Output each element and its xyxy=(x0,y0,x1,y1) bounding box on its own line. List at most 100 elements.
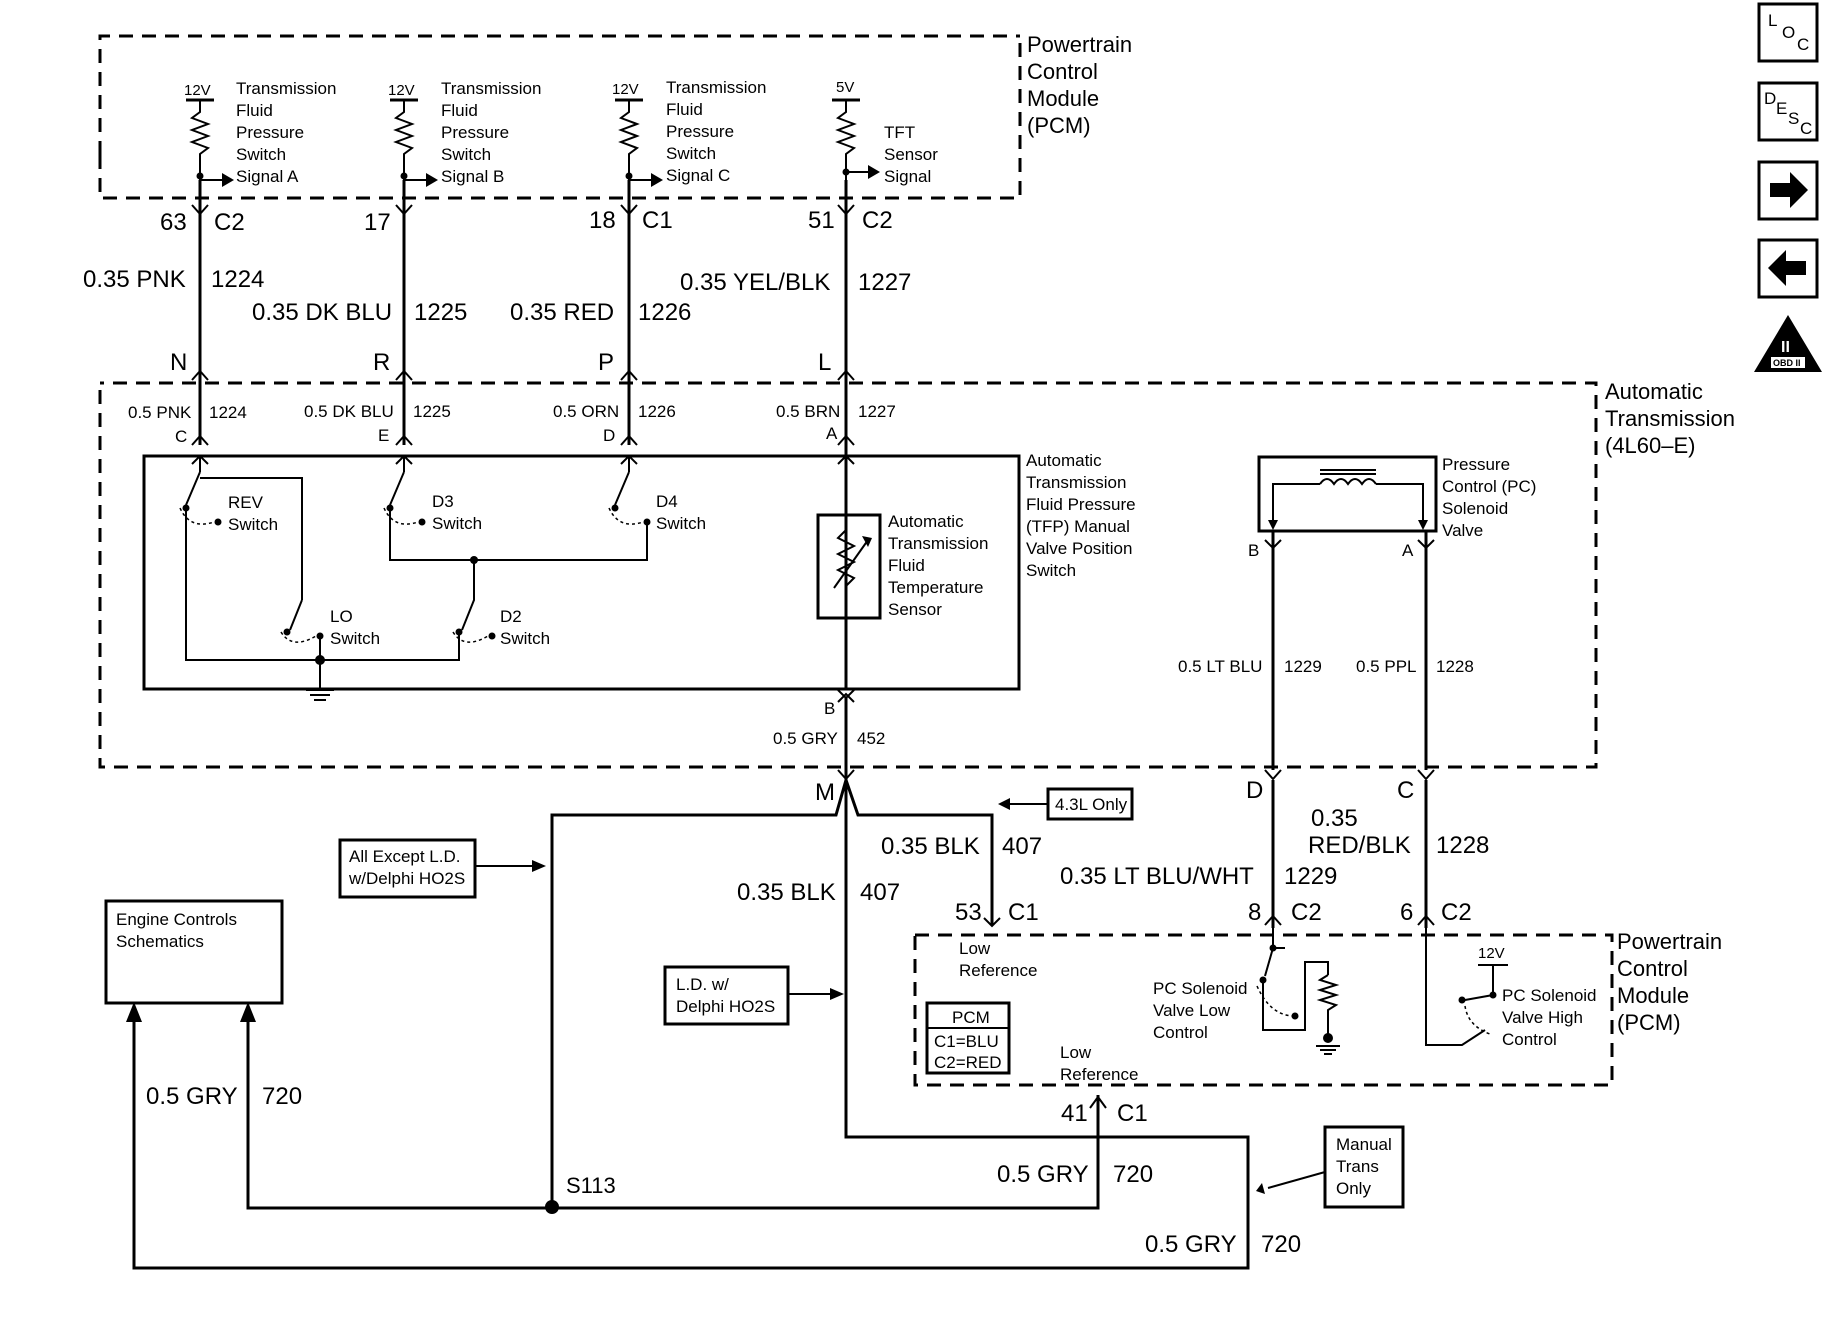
pin-18-conn: C1 xyxy=(642,207,673,234)
pcm-top-label-1: Powertrain xyxy=(1027,32,1132,57)
note-ld-2: Delphi HO2S xyxy=(676,997,775,1016)
trans-label-1: Automatic xyxy=(1605,379,1703,404)
tft-return-wire: 0.5 GRY xyxy=(773,729,838,748)
note-manual-2: Trans xyxy=(1336,1157,1379,1176)
pin-17: 17 xyxy=(364,209,391,236)
arrow-left-icon xyxy=(1768,250,1806,286)
trans-wire-orn-circuit: 1226 xyxy=(638,402,676,421)
pin-6: 6 xyxy=(1400,899,1413,926)
wire-yelblk-circuit: 1227 xyxy=(858,269,911,296)
back-button[interactable] xyxy=(1757,238,1819,299)
splice-s113: S113 xyxy=(566,1173,616,1198)
input-a-line-2: Fluid xyxy=(236,101,273,120)
pin-41-conn: C1 xyxy=(1117,1100,1148,1127)
input-a-line-4: Switch xyxy=(236,145,286,164)
note-ld: L.D. w/ Delphi HO2S xyxy=(663,965,844,1026)
d2-switch-label-2: Switch xyxy=(500,629,550,648)
d2-switch-label-1: D2 xyxy=(500,607,522,626)
wire-dkblu-circuit: 1225 xyxy=(414,299,467,326)
desc-letter-d: D xyxy=(1764,89,1776,108)
input-a-line-5: Signal A xyxy=(236,167,299,186)
note-ld-1: L.D. w/ xyxy=(676,975,729,994)
loc-letter-l: L xyxy=(1768,11,1777,30)
pin-8: 8 xyxy=(1248,899,1261,926)
volt-label-d: 5V xyxy=(836,79,854,96)
pcm-top-pins: 63 C2 17 18 C1 51 C2 xyxy=(160,207,893,236)
input-d-line-1: TFT xyxy=(884,123,915,142)
rev-switch-label-2: Switch xyxy=(228,515,278,534)
obd-ii-button[interactable]: II OBD II xyxy=(1754,315,1822,372)
blk407-a-circuit: 407 xyxy=(1002,833,1042,860)
input-c-line-3: Pressure xyxy=(666,122,734,141)
note-4.3l: 4.3L Only xyxy=(998,787,1134,821)
pin-63-conn: C2 xyxy=(214,209,245,236)
low-ref-1-line-2: Reference xyxy=(959,961,1037,980)
pcm-bottom-label-4: (PCM) xyxy=(1617,1010,1681,1035)
input-c-line-1: Transmission xyxy=(666,78,766,97)
tft-label-1: Automatic xyxy=(888,512,964,531)
input-a-line-1: Transmission xyxy=(236,79,336,98)
desc-button[interactable]: D E S C xyxy=(1757,81,1819,142)
loc-button[interactable]: L O C xyxy=(1757,2,1819,63)
pc-valve-label-2: Control (PC) xyxy=(1442,477,1536,496)
trans-wire-brn: 0.5 BRN xyxy=(776,402,840,421)
trans-module: Automatic Transmission (4L60–E) xyxy=(98,379,1735,769)
input-c-line-5: Signal C xyxy=(666,166,730,185)
tft-label-4: Temperature xyxy=(888,578,983,597)
volt-label-c: 12V xyxy=(612,81,639,98)
trans-pin-c: C xyxy=(175,427,187,446)
wire-red-label: 0.35 RED xyxy=(510,299,614,326)
wire-pnk-label: 0.35 PNK xyxy=(83,266,186,293)
pin-6-conn: C2 xyxy=(1441,899,1472,926)
forward-button[interactable] xyxy=(1757,160,1819,221)
pcm-input-b: 12V Transmission Fluid Pressure Switch S… xyxy=(388,79,541,187)
tfp-label-5: Valve Position xyxy=(1026,539,1132,558)
pin-51-conn: C2 xyxy=(862,207,893,234)
lower-wire-labels: 0.35 BLK 407 0.35 BLK 407 0.35 LT BLU/WH… xyxy=(146,805,1489,1258)
term-p: P xyxy=(598,349,614,376)
input-d-line-3: Signal xyxy=(884,167,931,186)
desc-letter-e: E xyxy=(1776,99,1787,118)
note-all-except-2: w/Delphi HO2S xyxy=(348,869,465,888)
pcm-input-c: 12V Transmission Fluid Pressure Switch S… xyxy=(612,78,766,187)
redblk-circuit: 1228 xyxy=(1436,832,1489,859)
input-b-line-2: Fluid xyxy=(441,101,478,120)
blk407-b-circuit: 407 xyxy=(860,879,900,906)
lower-harness xyxy=(126,779,1435,1270)
wire-yelblk-label: 0.35 YEL/BLK xyxy=(680,269,830,296)
pc-valve-label-3: Solenoid xyxy=(1442,499,1508,518)
pc-pin-b: B xyxy=(1248,541,1259,560)
tfp-label-3: Fluid Pressure xyxy=(1026,495,1136,514)
low-ref-2-line-1: Low xyxy=(1060,1043,1092,1062)
tfp-label-2: Transmission xyxy=(1026,473,1126,492)
ltbluwht-circuit: 1229 xyxy=(1284,863,1337,890)
gry720-c-wire: 0.5 GRY xyxy=(1145,1231,1237,1258)
pc-high-label-2: Valve High xyxy=(1502,1008,1583,1027)
term-n: N xyxy=(170,349,187,376)
desc-letter-s: S xyxy=(1788,109,1799,128)
loc-letter-o: O xyxy=(1782,23,1795,42)
pc-high-label-3: Control xyxy=(1502,1030,1557,1049)
note-manual-1: Manual xyxy=(1336,1135,1392,1154)
engine-controls-box[interactable]: Engine Controls Schematics xyxy=(104,899,284,1005)
tfp-label-1: Automatic xyxy=(1026,451,1102,470)
rev-switch-label-1: REV xyxy=(228,493,264,512)
trans-wire-orn: 0.5 ORN xyxy=(553,402,619,421)
low-ref-2-line-2: Reference xyxy=(1060,1065,1138,1084)
tft-return: B 0.5 GRY 452 xyxy=(773,692,885,781)
tft-sensor: Automatic Transmission Fluid Temperature… xyxy=(816,455,988,700)
d4-switch-label-1: D4 xyxy=(656,492,678,511)
pc-solenoid-valve: Pressure Control (PC) Solenoid Valve B A… xyxy=(1178,455,1536,781)
tft-label-5: Sensor xyxy=(888,600,942,619)
input-c-line-4: Switch xyxy=(666,144,716,163)
redblk-wire-1: 0.35 xyxy=(1311,805,1358,832)
desc-letter-c: C xyxy=(1800,119,1812,138)
pin-53-conn: C1 xyxy=(1008,899,1039,926)
pc-low-label-2: Valve Low xyxy=(1153,1001,1231,1020)
blk407-a-wire: 0.35 BLK xyxy=(881,833,980,860)
low-ref-1-line-1: Low xyxy=(959,939,991,958)
pc-low-label-1: PC Solenoid xyxy=(1153,979,1248,998)
pcm-input-d: 5V TFT Sensor Signal xyxy=(832,79,938,186)
pcm-connector-legend: PCM C1=BLU C2=RED xyxy=(925,1001,1011,1075)
